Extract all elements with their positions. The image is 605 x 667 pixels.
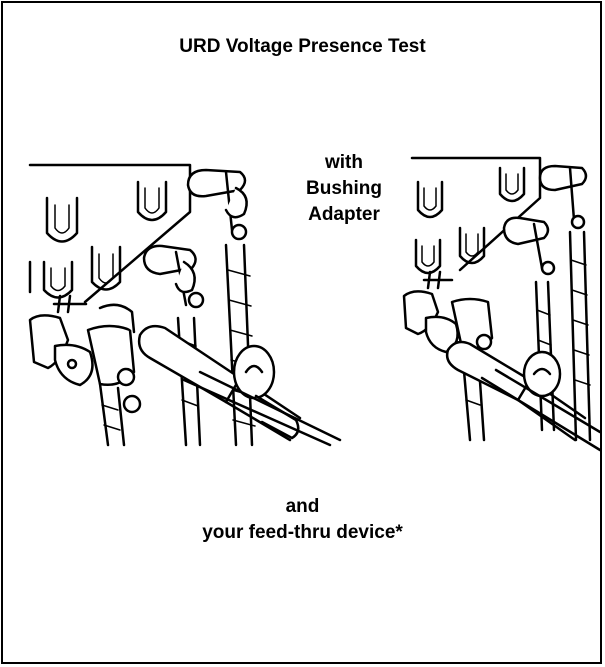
elbow-connector-icon: [538, 164, 592, 442]
left-cabinet-illustration: [28, 163, 342, 447]
bottom-label: and your feed-thru device*: [0, 494, 605, 546]
bottom-label-line1: and: [285, 496, 320, 517]
parking-bracket-icon: [90, 245, 122, 291]
parking-bracket-icon: [45, 196, 79, 243]
right-cabinet-illustration: [402, 156, 602, 452]
voltage-tester-icon: [445, 340, 602, 452]
middle-label-line3: Adapter: [308, 204, 380, 225]
diagram-title: URD Voltage Presence Test: [179, 36, 426, 57]
parking-bracket-icon: [136, 180, 168, 222]
parking-bracket-icon: [416, 180, 444, 219]
parking-bracket-icon: [42, 260, 74, 299]
parking-bracket-icon: [498, 166, 526, 203]
parking-bracket-icon: [458, 226, 486, 265]
bottom-label-line2: your feed-thru device*: [202, 522, 403, 543]
middle-label-line2: Bushing: [306, 178, 382, 199]
middle-label: with Bushing Adapter: [284, 150, 404, 228]
elbow-connector-icon: [402, 270, 494, 442]
elbow-connector-icon: [186, 168, 256, 447]
elbow-connector-icon: [28, 294, 142, 447]
elbow-connector-icon: [502, 216, 556, 432]
middle-label-line1: with: [325, 152, 363, 173]
parking-bracket-icon: [414, 238, 442, 275]
voltage-tester-icon: [137, 324, 342, 447]
